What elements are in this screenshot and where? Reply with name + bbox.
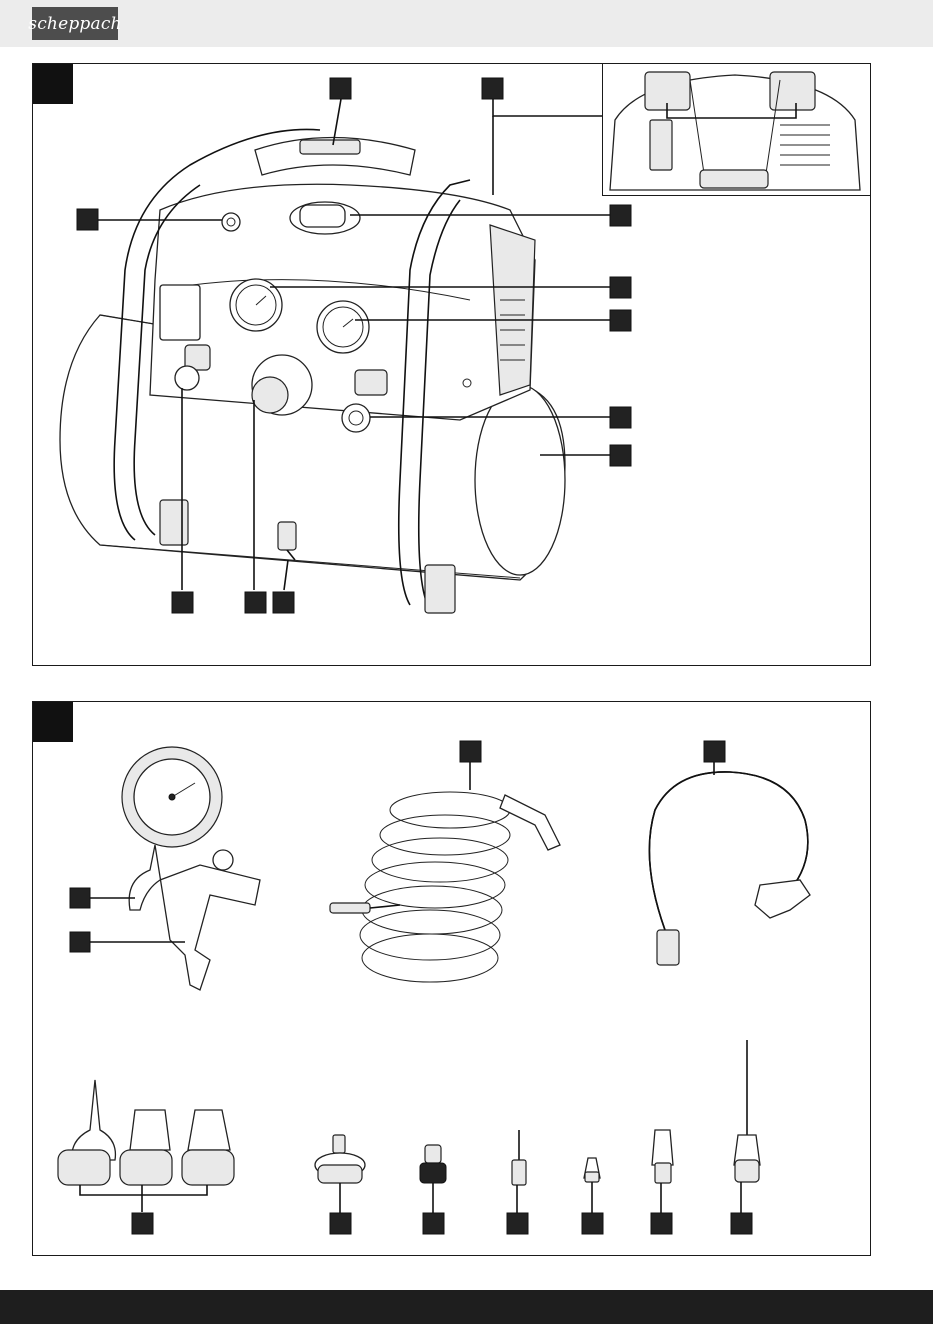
air-hose-with-chuck-illustration (649, 772, 810, 965)
footer-bar (0, 1290, 933, 1324)
tyre-inflator-gun-illustration (122, 747, 260, 990)
inset-top-view-illustration (610, 72, 860, 190)
spiral-hose-illustration (330, 792, 560, 982)
nozzle-set-illustration (58, 1080, 234, 1212)
compressor-illustration (60, 129, 565, 613)
valve-adapters-illustration (315, 1040, 760, 1185)
